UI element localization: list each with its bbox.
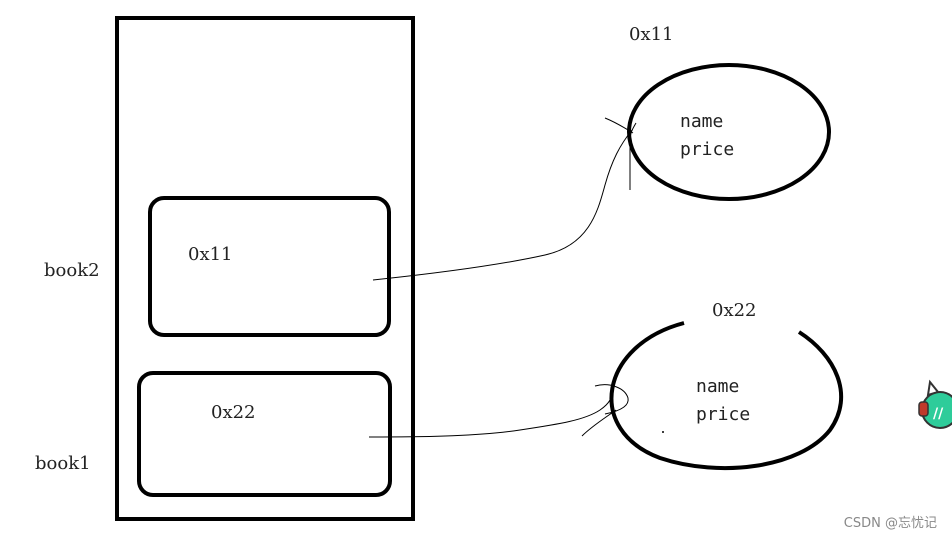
book1-label: book1 (35, 453, 91, 474)
stray-dot (662, 431, 664, 433)
book2-ref-box (148, 196, 391, 337)
object1-ellipse (627, 63, 831, 201)
svg-text://: // (933, 406, 944, 422)
object1-field-price: price (680, 139, 734, 160)
book1-ref-box (137, 371, 392, 497)
book2-arrowhead (604, 117, 637, 190)
book1-pointer-arrow (368, 389, 614, 438)
stack-frame (115, 16, 415, 521)
csdn-watermark: CSDN @忘忧记 (844, 516, 937, 531)
object2-address: 0x22 (712, 300, 757, 321)
csdn-cat-logo-icon: // (918, 379, 952, 429)
object2-field-price: price (696, 404, 750, 425)
book2-ref-value: 0x11 (188, 244, 233, 265)
object2-field-name: name (696, 376, 739, 397)
object1-address: 0x11 (629, 24, 674, 45)
book2-label: book2 (44, 260, 100, 281)
book2-pointer-arrow (372, 129, 633, 281)
object2-ellipse (609, 321, 844, 471)
book1-ref-value: 0x22 (211, 402, 256, 423)
book1-arrowhead (581, 384, 629, 437)
object1-field-name: name (680, 111, 723, 132)
